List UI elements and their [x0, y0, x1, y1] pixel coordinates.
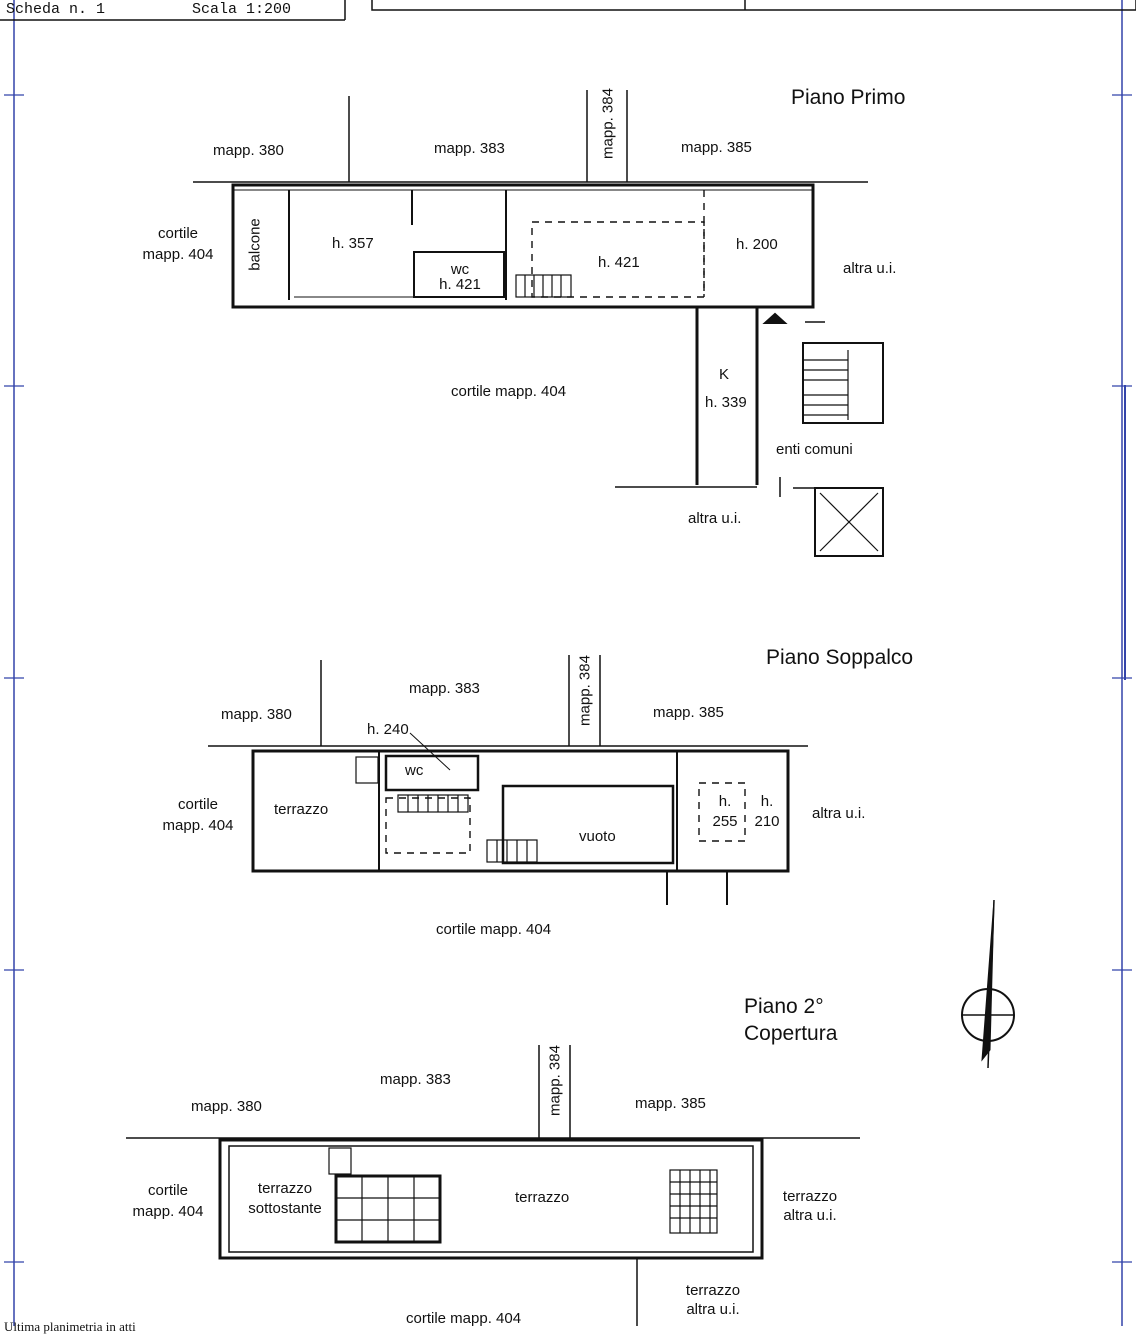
label-mapp-380: mapp. 380: [213, 142, 284, 159]
label-h-357: h. 357: [332, 235, 374, 252]
soppalco-mapp-383: mapp. 383: [409, 680, 480, 697]
label-altra-ui-right: altra u.i.: [843, 260, 897, 277]
label-cortile-center: cortile mapp. 404: [451, 383, 567, 400]
soppalco-h-240: h. 240: [367, 721, 409, 738]
cortile-mapp: mapp. 404: [132, 1203, 204, 1220]
label-balcone: balcone: [246, 218, 264, 271]
wc-height: h. 421: [439, 276, 481, 293]
cortile-word: cortile: [177, 796, 218, 813]
soppalco-mapp-385: mapp. 385: [653, 704, 724, 721]
secondo-mapp-380: mapp. 380: [191, 1098, 262, 1115]
cortile-word: cortile: [157, 225, 198, 242]
piano-2-word: Piano 2°: [744, 995, 824, 1018]
soppalco-vuoto: vuoto: [579, 828, 616, 845]
piano-soppalco-title: Piano Soppalco: [766, 646, 914, 669]
label-h-200: h. 200: [736, 236, 778, 253]
soppalco-mapp-380: mapp. 380: [221, 706, 292, 723]
altra-ui-word: altra u.i.: [783, 1207, 837, 1224]
terrazzo-word: terrazzo: [257, 1180, 313, 1197]
secondo-cortile-bottom: cortile mapp. 404: [406, 1310, 522, 1327]
secondo-terrazzo-bottom: terrazzo altra u.i.: [668, 1282, 758, 1318]
label-mapp-385: mapp. 385: [681, 139, 752, 156]
cortile-mapp: mapp. 404: [142, 246, 214, 263]
secondo-mapp-385: mapp. 385: [635, 1095, 706, 1112]
label-cortile-left: cortile mapp. 404: [128, 225, 228, 263]
soppalco-height-b: h. 210: [747, 793, 787, 830]
soppalco-cortile-left: cortile mapp. 404: [148, 796, 248, 834]
height-b-value: 210: [754, 813, 780, 830]
label-altra-ui-bottom: altra u.i.: [688, 510, 742, 527]
wc-word: wc: [450, 261, 470, 278]
soppalco-wc: wc: [405, 762, 424, 779]
soppalco-altra-ui: altra u.i.: [812, 805, 866, 822]
sottostante-word: sottostante: [248, 1200, 322, 1217]
secondo-terrazzo-right: terrazzo altra u.i.: [765, 1188, 855, 1224]
footer-note: Ultima planimetria in atti: [4, 1319, 136, 1334]
label-enti-comuni: enti comuni: [776, 441, 853, 458]
piano-primo-title: Piano Primo: [791, 86, 906, 109]
label-wc: wc h. 421: [433, 262, 487, 292]
cortile-mapp: mapp. 404: [162, 817, 234, 834]
soppalco-mapp-384: mapp. 384: [576, 655, 594, 726]
secondo-terrazzo-sottostante: terrazzo sottostante: [235, 1180, 335, 1217]
soppalco-cortile-bottom: cortile mapp. 404: [436, 921, 552, 938]
piano-secondo-title: Piano 2° Copertura: [744, 993, 837, 1047]
secondo-mapp-384: mapp. 384: [546, 1045, 564, 1116]
copertura-word: Copertura: [744, 1022, 838, 1045]
altra-ui-word: altra u.i.: [686, 1301, 740, 1318]
height-a-prefix: h.: [718, 793, 732, 810]
soppalco-terrazzo: terrazzo: [274, 801, 329, 818]
scale-label: Scala 1:200: [192, 1, 292, 18]
height-a-value: 255: [712, 813, 738, 830]
height-b-prefix: h.: [760, 793, 774, 810]
label-mapp-383: mapp. 383: [434, 140, 505, 157]
secondo-terrazzo: terrazzo: [515, 1189, 570, 1206]
label-h-339: h. 339: [705, 394, 747, 411]
cortile-word: cortile: [147, 1182, 188, 1199]
label-k: K: [719, 366, 730, 383]
soppalco-height-a: h. 255: [705, 793, 745, 830]
terrazzo-word: terrazzo: [685, 1282, 741, 1299]
label-mapp-384: mapp. 384: [599, 88, 617, 159]
label-h-421: h. 421: [598, 254, 640, 271]
secondo-mapp-383: mapp. 383: [380, 1071, 451, 1088]
scheda-label: Scheda n. 1: [6, 1, 106, 18]
terrazzo-word: terrazzo: [782, 1188, 838, 1205]
secondo-cortile-left: cortile mapp. 404: [118, 1182, 218, 1220]
